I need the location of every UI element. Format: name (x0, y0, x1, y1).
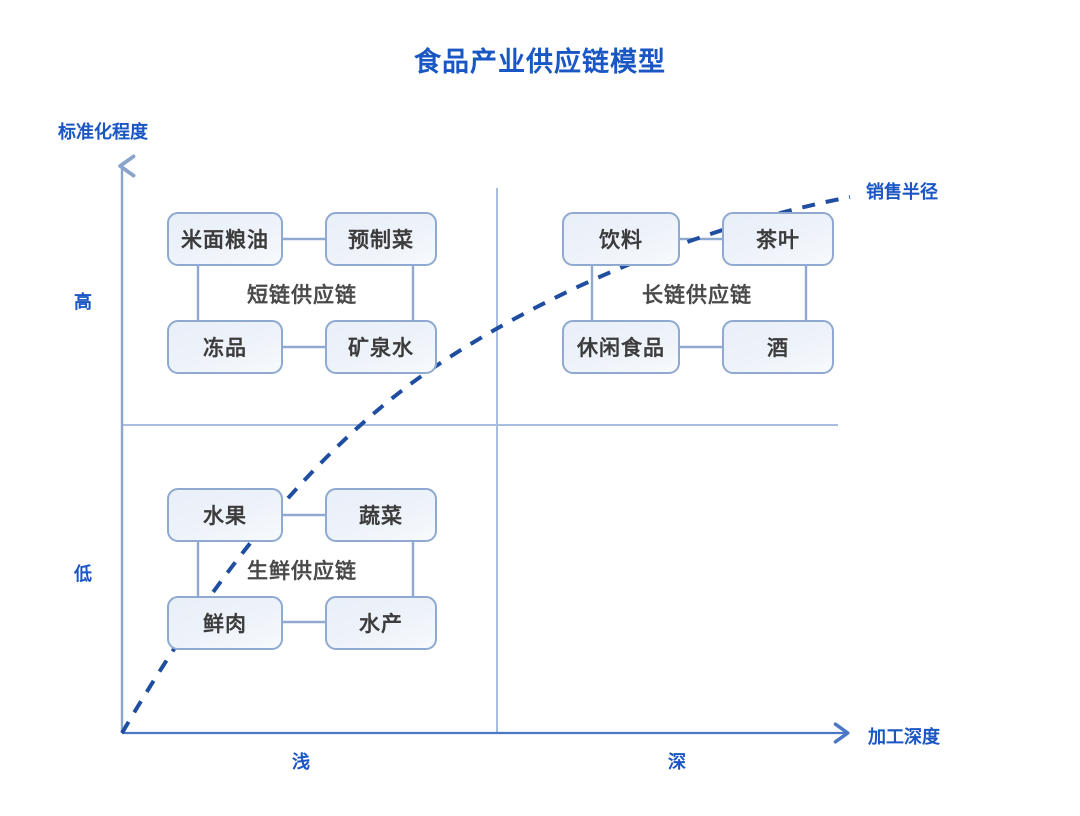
node-box-mimianliangyou[interactable]: 米面粮油 (167, 212, 283, 266)
node-box-jiu[interactable]: 酒 (722, 320, 834, 374)
y-axis-tick-high: 高 (74, 292, 92, 312)
connectors-top-left (196, 237, 415, 349)
sales-radius-label: 销售半径 (866, 182, 938, 202)
node-box-shuichan[interactable]: 水产 (325, 596, 437, 650)
quadrant-gridlines (122, 188, 838, 733)
sales-radius-curve (120, 195, 851, 735)
node-box-xiuxianshipin[interactable]: 休闲食品 (562, 320, 680, 374)
axis-lines (118, 154, 850, 744)
node-box-yinliao[interactable]: 饮料 (562, 212, 680, 266)
node-box-shuiguo[interactable]: 水果 (167, 488, 283, 542)
y-axis-title: 标准化程度 (58, 122, 148, 142)
x-axis-tick-shallow: 浅 (292, 752, 310, 772)
node-box-yuzhicai[interactable]: 预制菜 (325, 212, 437, 266)
node-box-chaye[interactable]: 茶叶 (722, 212, 834, 266)
node-box-shucai[interactable]: 蔬菜 (325, 488, 437, 542)
page-title: 食品产业供应链模型 (414, 47, 666, 77)
quadrant-label-long-chain: 长链供应链 (642, 284, 752, 307)
y-axis-tick-low: 低 (74, 564, 92, 584)
connectors-bottom-left (196, 513, 415, 624)
quadrant-label-fresh-chain: 生鲜供应链 (247, 560, 357, 583)
connectors-top-right (590, 237, 808, 349)
node-box-kuangquanshui[interactable]: 矿泉水 (325, 320, 437, 374)
x-axis-tick-deep: 深 (668, 752, 686, 772)
node-box-dongpin[interactable]: 冻品 (167, 320, 283, 374)
quadrant-label-short-chain: 短链供应链 (247, 284, 357, 307)
node-box-xianrou[interactable]: 鲜肉 (167, 596, 283, 650)
x-axis-title: 加工深度 (868, 727, 940, 747)
